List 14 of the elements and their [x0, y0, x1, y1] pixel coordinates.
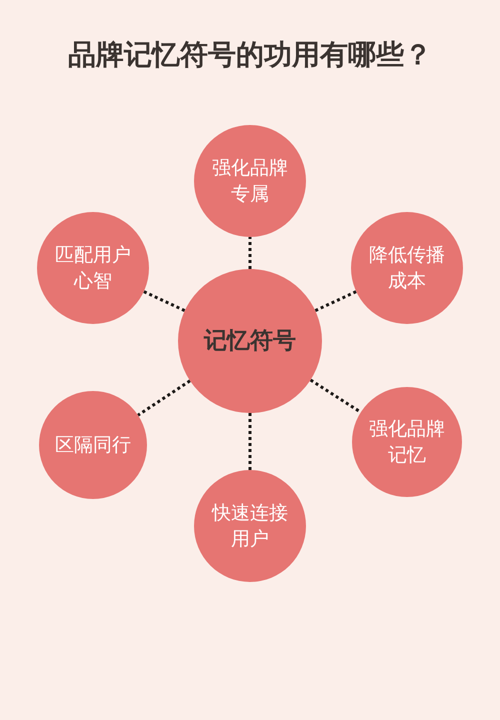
topic-label: 区隔同行 [55, 433, 131, 458]
dotted-connector [143, 290, 186, 312]
title: 品牌记忆符号的功用有哪些？ [68, 37, 432, 73]
dotted-connector [248, 413, 252, 470]
topic-label: 强化品牌专属 [211, 156, 289, 207]
dotted-connector [248, 237, 252, 269]
topic-label: 降低传播成本 [368, 243, 446, 294]
hub-label: 记忆符号 [204, 327, 296, 356]
dotted-connector [137, 380, 191, 416]
topic-label: 匹配用户心智 [54, 243, 132, 294]
topic-label: 强化品牌记忆 [368, 417, 446, 468]
dotted-connector [310, 378, 362, 414]
dotted-connector [314, 290, 357, 312]
topic-label: 快速连接用户 [211, 501, 289, 552]
